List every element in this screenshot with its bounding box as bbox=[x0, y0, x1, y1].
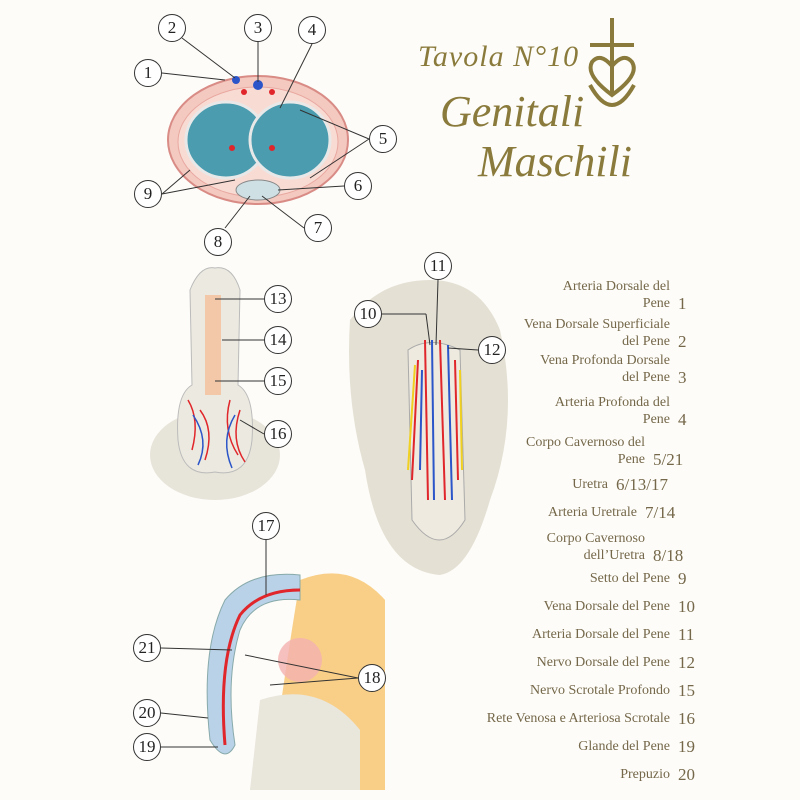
callout-3: 3 bbox=[244, 14, 272, 42]
callout-15: 15 bbox=[264, 367, 292, 395]
page-title-line2: Maschili bbox=[478, 137, 632, 186]
callout-13: 13 bbox=[264, 285, 292, 313]
leader-lines bbox=[160, 37, 479, 748]
callout-8: 8 bbox=[204, 228, 232, 256]
callout-12: 12 bbox=[478, 336, 506, 364]
ventral-view-figure bbox=[349, 280, 508, 575]
callout-1: 1 bbox=[134, 59, 162, 87]
callout-7: 7 bbox=[304, 214, 332, 242]
dorsal-view-figure bbox=[150, 267, 280, 500]
callout-19: 19 bbox=[133, 733, 161, 761]
callout-9: 9 bbox=[134, 180, 162, 208]
sagittal-section-figure bbox=[206, 573, 385, 790]
callout-20: 20 bbox=[133, 699, 161, 727]
callout-6: 6 bbox=[344, 172, 372, 200]
callout-14: 14 bbox=[264, 326, 292, 354]
cross-section-figure bbox=[167, 75, 349, 205]
page-title-line1: Genitali bbox=[440, 87, 585, 136]
callout-17: 17 bbox=[252, 512, 280, 540]
callout-2: 2 bbox=[158, 14, 186, 42]
callout-16: 16 bbox=[264, 420, 292, 448]
callout-11: 11 bbox=[424, 252, 452, 280]
callout-10: 10 bbox=[354, 300, 382, 328]
plate-number: Tavola N°10 bbox=[418, 40, 580, 73]
callout-5: 5 bbox=[369, 125, 397, 153]
callout-4: 4 bbox=[298, 16, 326, 44]
cross-heart-anchor-icon bbox=[588, 18, 636, 107]
callout-21: 21 bbox=[133, 634, 161, 662]
callout-18: 18 bbox=[358, 664, 386, 692]
